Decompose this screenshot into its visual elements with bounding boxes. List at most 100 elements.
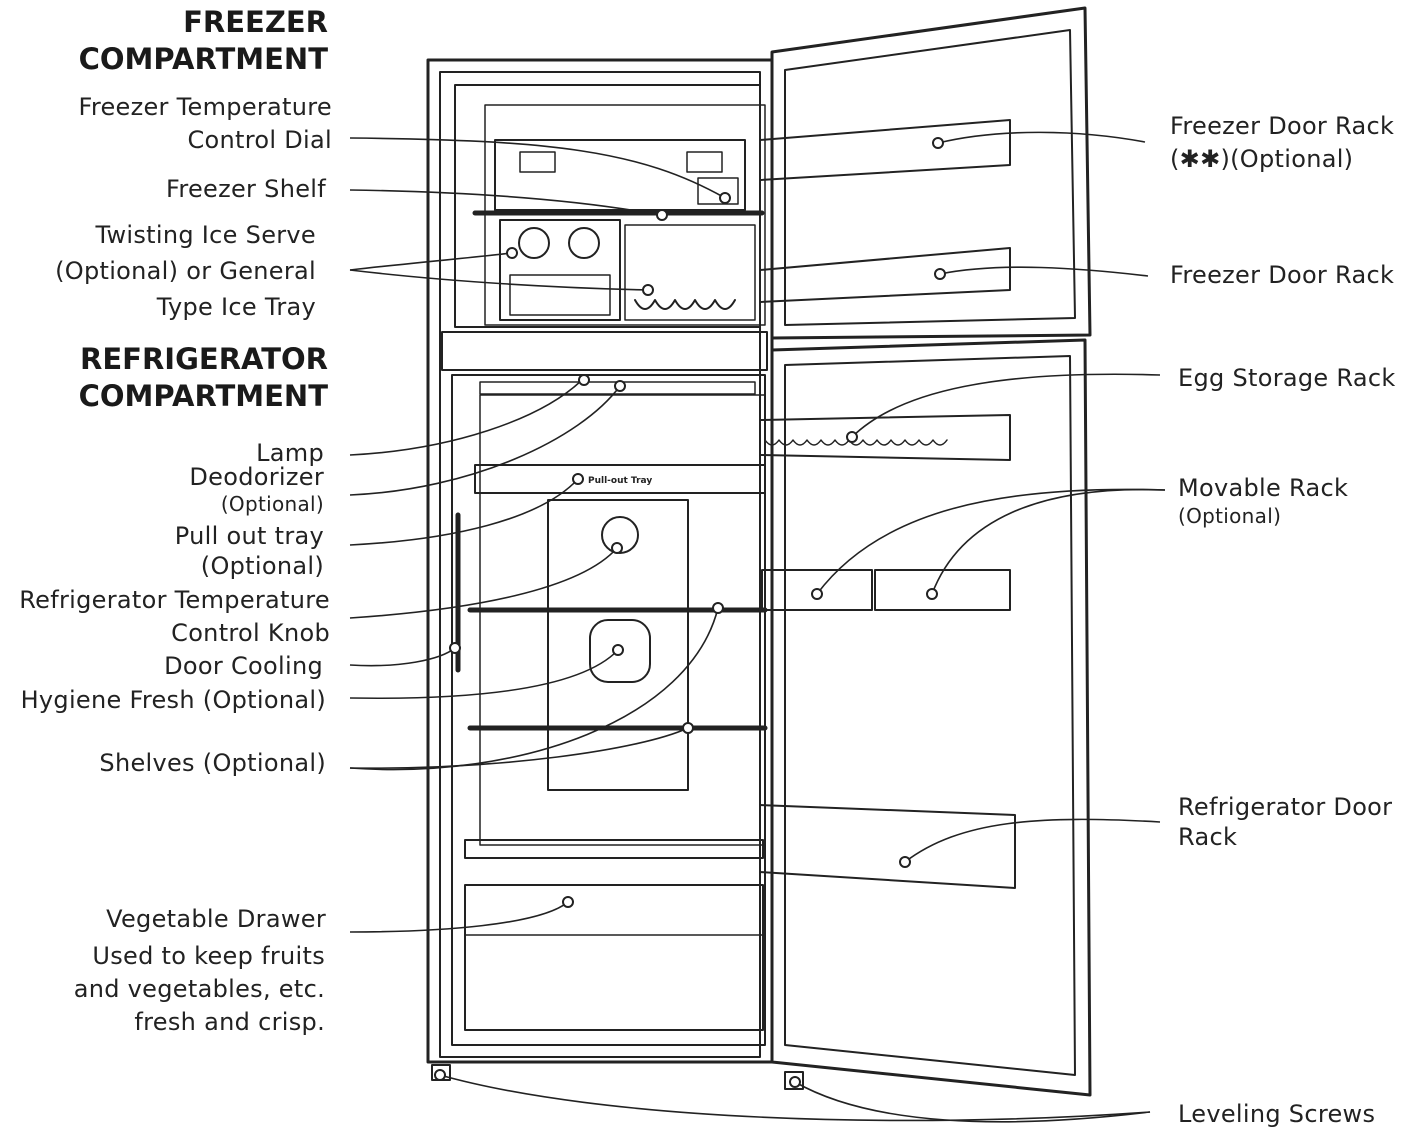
leader-deodorizer	[349, 385, 621, 496]
leader-egg-storage-rack	[851, 373, 1161, 438]
leader-leveling-a	[439, 1074, 1151, 1122]
refrigerator-heading-line-1: REFRIGERATOR	[80, 342, 328, 376]
vegetable-drawer-shape	[464, 884, 764, 1031]
label-fridge-temp-knob-line-2: Control Knob	[171, 619, 330, 647]
label-freezer-door-rack-opt: Freezer Door Rack (✱✱)(Optional)	[1170, 110, 1394, 176]
leader-movable-rack-b	[931, 488, 1166, 595]
dot-egg-storage-rack	[846, 431, 858, 443]
label-fridge-door-rack-line-1: Refrigerator Door	[1178, 793, 1393, 821]
dot-ice-serve-a	[506, 247, 518, 259]
label-pull-out-tray-text: Pull out tray	[174, 522, 324, 550]
label-fridge-door-rack: Refrigerator Door Rack	[1178, 792, 1392, 852]
movable-rack-left	[761, 569, 873, 611]
ice-tray-cups	[634, 299, 736, 310]
label-fridge-temp-knob-line-1: Refrigerator Temperature	[19, 586, 330, 614]
label-vegetable-drawer: Vegetable Drawer	[106, 905, 326, 933]
dot-pull-out-tray	[572, 473, 584, 485]
label-fridge-temp-knob: Refrigerator Temperature Control Knob	[19, 584, 330, 650]
label-pull-out-tray: Pull out tray (Optional)	[175, 521, 324, 581]
label-vegetable-desc-line-3: fresh and crisp.	[134, 1008, 325, 1036]
fridge-door-outline	[770, 338, 1092, 1097]
label-ice-serve: Twisting Ice Serve (Optional) or General…	[55, 217, 316, 325]
dot-fridge-temp-knob	[611, 542, 623, 554]
refrigerator-back-wall	[479, 394, 766, 846]
freezer-door-bottom-rack	[759, 247, 1011, 303]
dot-ice-serve-b	[642, 284, 654, 296]
dot-leveling-b	[789, 1076, 801, 1088]
label-hygiene-fresh: Hygiene Fresh (Optional)	[20, 686, 326, 714]
leader-ice-serve-a	[349, 252, 513, 271]
label-vegetable-desc-line-1: Used to keep fruits	[92, 942, 325, 970]
fridge-door-rack-shape	[759, 804, 1016, 889]
hygiene-fresh-shape	[589, 619, 651, 683]
label-vegetable-desc-line-2: and vegetables, etc.	[73, 975, 325, 1003]
label-freezer-shelf: Freezer Shelf	[165, 175, 326, 203]
refrigerator-heading-line-2: COMPARTMENT	[78, 379, 328, 413]
label-door-cooling: Door Cooling	[164, 652, 323, 680]
dot-lamp	[578, 374, 590, 386]
label-leveling-screws: Leveling Screws	[1178, 1100, 1376, 1128]
label-pull-out-tray-optional: (Optional)	[200, 552, 324, 580]
ice-tray-housing	[624, 224, 756, 321]
refrigerator-heading: REFRIGERATOR COMPARTMENT	[79, 341, 328, 415]
leader-shelves-a	[349, 607, 719, 771]
pull-out-tray-tag: Pull-out Tray	[588, 476, 652, 486]
leader-door-cooling	[349, 647, 456, 667]
label-movable-rack-optional: (Optional)	[1178, 504, 1282, 528]
pull-out-tray-shape	[474, 464, 766, 494]
leader-vegetable-drawer	[349, 901, 569, 933]
freezer-heading-line-1: FREEZER	[183, 5, 328, 39]
label-deodorizer-optional: (Optional)	[220, 492, 324, 516]
freezer-dial-left	[519, 151, 556, 173]
label-ice-serve-line-3: Type Ice Tray	[156, 293, 316, 321]
label-freezer-door-rack-opt-line-2: (✱✱)(Optional)	[1170, 145, 1354, 173]
leader-ice-serve-b	[349, 269, 649, 291]
ice-serve-box	[499, 219, 621, 321]
leader-leveling-b	[794, 1081, 1151, 1123]
label-deodorizer-text: Deodorizer	[189, 463, 324, 491]
ice-knob-right	[568, 227, 600, 259]
label-egg-storage-rack: Egg Storage Rack	[1178, 364, 1396, 392]
egg-cups	[764, 439, 948, 446]
label-deodorizer: Deodorizer (Optional)	[189, 463, 324, 517]
freezer-door-top-rack	[759, 119, 1011, 181]
egg-storage-rack-shape	[759, 414, 1011, 461]
fridge-door-inner	[784, 355, 1076, 1076]
dot-hygiene-fresh	[612, 644, 624, 656]
dot-deodorizer	[614, 380, 626, 392]
dot-movable-rack-a	[811, 588, 823, 600]
freezer-heading-line-2: COMPARTMENT	[78, 42, 328, 76]
freezer-control-housing	[494, 139, 746, 211]
label-freezer-door-rack-opt-line-1: Freezer Door Rack	[1170, 112, 1395, 140]
leader-freezer-shelf	[349, 189, 661, 216]
leader-hygiene-fresh	[349, 649, 619, 700]
dot-freezer-door-rack	[934, 268, 946, 280]
leader-movable-rack-a	[816, 488, 1166, 595]
ice-tray-body	[509, 274, 611, 316]
leader-freezer-door-rack	[939, 266, 1149, 277]
label-vegetable-desc: Used to keep fruits and vegetables, etc.…	[74, 940, 325, 1039]
ice-knob-left	[518, 227, 550, 259]
label-ice-serve-line-1: Twisting Ice Serve	[95, 221, 316, 249]
freezer-heading: FREEZER COMPARTMENT	[79, 4, 328, 78]
label-fridge-door-rack-line-2: Rack	[1178, 823, 1238, 851]
leader-freezer-door-rack-opt	[937, 131, 1146, 144]
dot-shelves-b	[682, 722, 694, 734]
dot-shelves-a	[712, 602, 724, 614]
dot-fridge-door-rack	[899, 856, 911, 868]
freezer-cavity	[454, 84, 761, 328]
freezer-door-inner	[784, 29, 1076, 326]
label-freezer-temp-dial-line-2: Control Dial	[187, 126, 332, 154]
label-ice-serve-line-2: (Optional) or General	[55, 257, 316, 285]
dot-leveling-a	[434, 1069, 446, 1081]
fridge-control-housing	[547, 499, 689, 791]
label-movable-rack-text: Movable Rack	[1178, 474, 1349, 502]
leader-lamp	[349, 379, 583, 456]
label-freezer-temp-dial: Freezer Temperature Control Dial	[78, 91, 332, 157]
leader-freezer-temp-dial	[349, 137, 726, 199]
label-shelves: Shelves (Optional)	[99, 749, 326, 777]
fridge-body-inner	[439, 71, 761, 1058]
dot-movable-rack-b	[926, 588, 938, 600]
movable-rack-right	[874, 569, 1011, 611]
